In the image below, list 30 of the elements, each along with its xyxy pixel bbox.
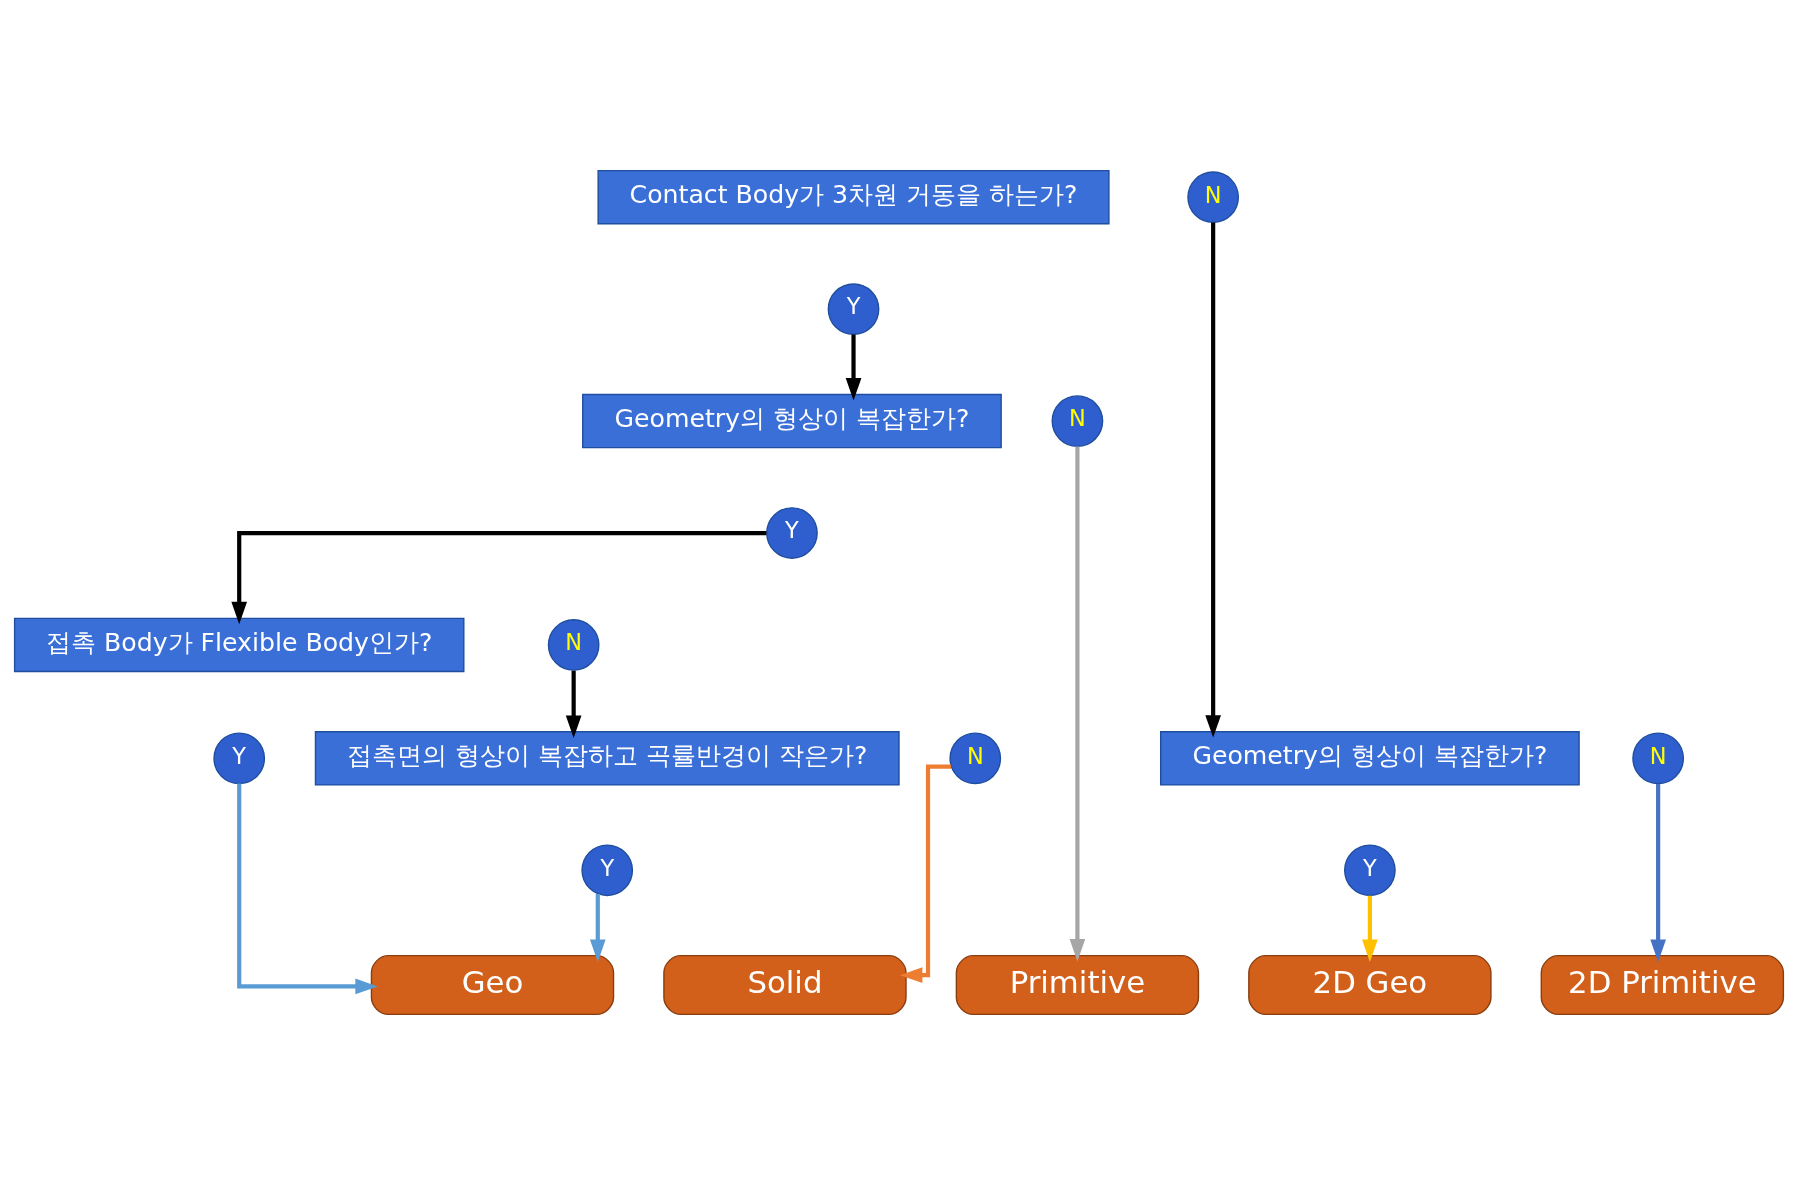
arrow xyxy=(1205,221,1221,738)
node-box: Geo xyxy=(370,954,615,1015)
node-circle: N xyxy=(1632,731,1685,784)
node-circle: Y xyxy=(1344,843,1396,896)
node-box: 접촉면의 형상이 복잡하고 곡률반경이 작은가? xyxy=(314,730,900,786)
node-box: Contact Body가 3차원 거동을 하는가? xyxy=(597,169,1110,224)
node-box: Solid xyxy=(663,954,907,1015)
node-circle: Y xyxy=(766,506,818,559)
node-box: Primitive xyxy=(955,954,1200,1015)
arrow xyxy=(1650,783,1666,962)
node-circle: N xyxy=(1187,170,1240,223)
node-circle: Y xyxy=(581,843,634,896)
arrow xyxy=(237,783,378,994)
node-box: Geometry의 형상이 복잡한가? xyxy=(582,393,1002,448)
arrow xyxy=(845,334,862,401)
arrow xyxy=(231,530,767,624)
arrow xyxy=(589,893,606,962)
node-circle: N xyxy=(547,618,600,671)
arrow xyxy=(565,670,582,738)
node-circle: N xyxy=(1051,394,1104,447)
node-circle: N xyxy=(949,731,1002,784)
arrow xyxy=(899,764,952,983)
node-box: 접촉 Body가 Flexible Body인가? xyxy=(13,617,465,672)
node-box: 2D Primitive xyxy=(1540,954,1785,1015)
node-box: 2D Geo xyxy=(1248,954,1492,1015)
node-box: Geometry의 형상이 복잡한가? xyxy=(1160,730,1580,786)
node-circle: Y xyxy=(213,731,266,784)
arrow xyxy=(1362,895,1378,962)
node-circle: Y xyxy=(827,282,880,335)
arrow xyxy=(1069,445,1086,961)
